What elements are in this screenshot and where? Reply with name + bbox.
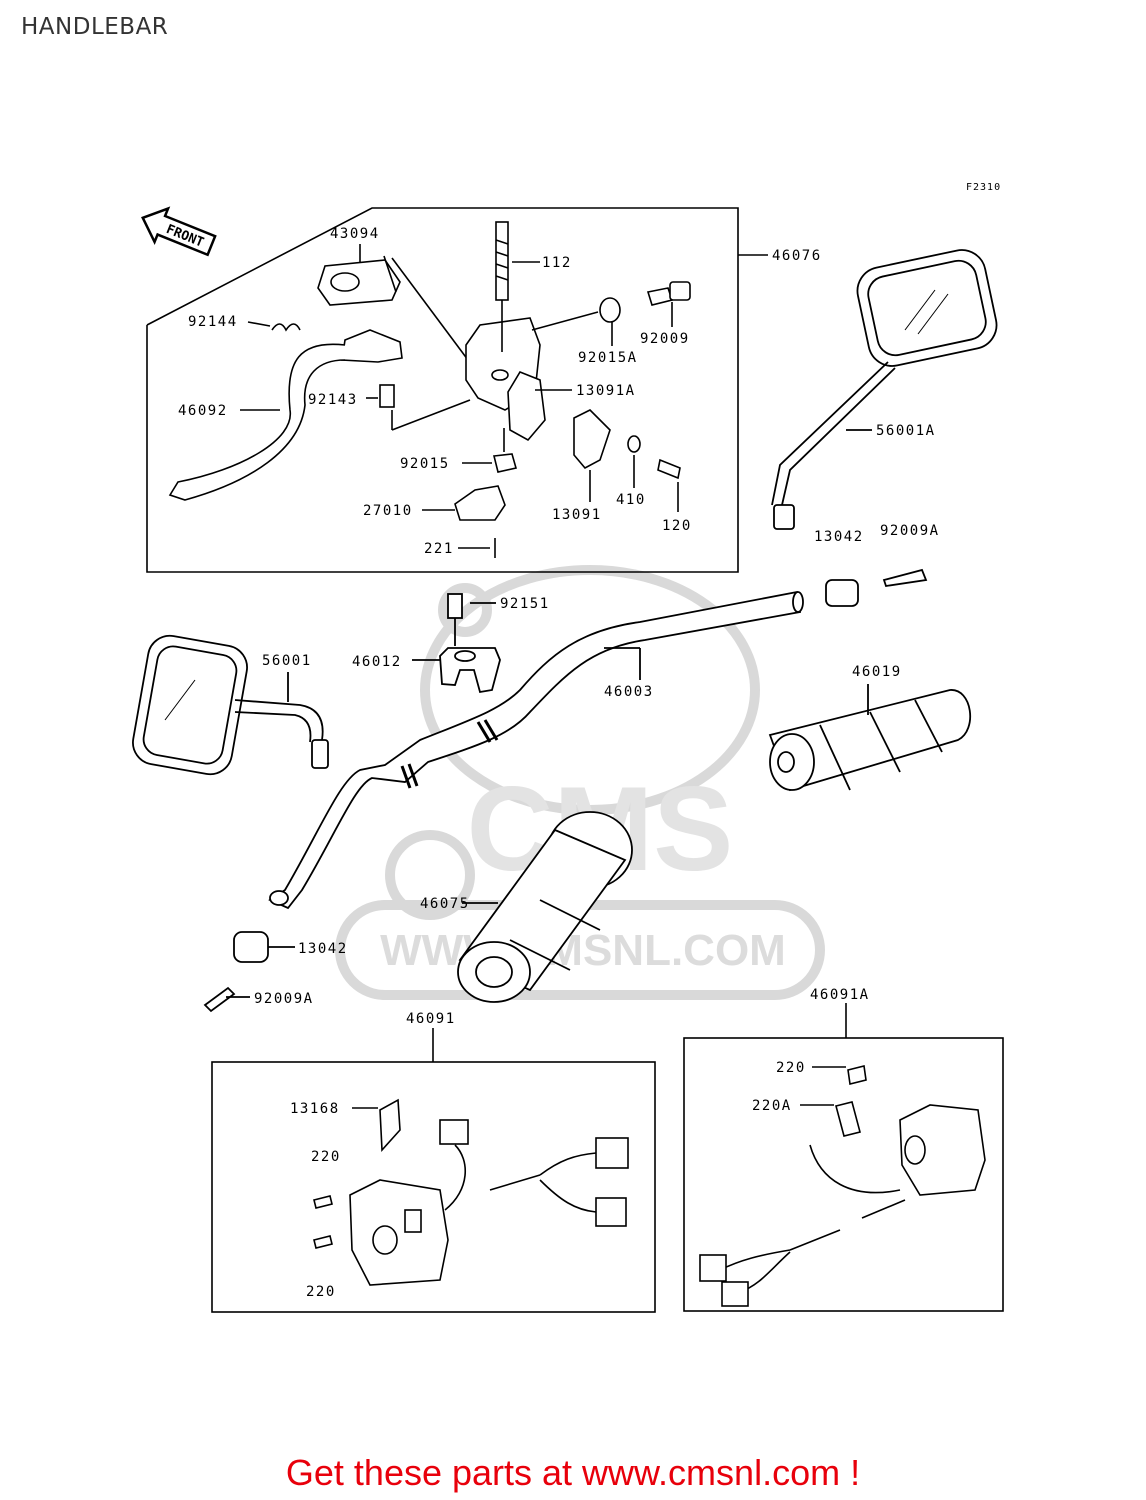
- part-label-92151: 92151: [500, 596, 550, 612]
- part-label-46091A: 46091A: [810, 987, 870, 1003]
- part-label-220A: 220A: [752, 1098, 792, 1114]
- grip-right-46019: [768, 684, 972, 792]
- part-label-46003: 46003: [604, 684, 654, 700]
- watermark-mascot-head: [420, 565, 760, 815]
- part-label-13042-bottom: 13042: [298, 941, 348, 957]
- screw-220-right: [847, 1065, 867, 1085]
- part-label-56001: 56001: [262, 653, 312, 669]
- part-label-221: 221: [424, 541, 454, 557]
- connector-left-2: [595, 1137, 629, 1169]
- part-label-13091A: 13091A: [576, 383, 636, 399]
- screw-92009A-top: [882, 568, 928, 588]
- part-label-46012: 46012: [352, 654, 402, 670]
- part-label-56001A: 56001A: [876, 423, 936, 439]
- part-label-92009A-bottom: 92009A: [254, 991, 314, 1007]
- part-label-220-left-top: 220: [311, 1149, 341, 1165]
- assembly-box-46076: [146, 207, 739, 573]
- watermark-mascot-eye: [438, 583, 492, 637]
- part-labels: 43094 112 46076 92144 92009 92015A 13091…: [178, 226, 940, 1300]
- brake-lever-pivot: [341, 329, 403, 363]
- part-label-92015: 92015: [400, 456, 450, 472]
- footer-link[interactable]: Get these parts at www.cmsnl.com !: [285, 1452, 861, 1493]
- connector-left-3: [595, 1197, 627, 1227]
- part-label-220-right: 220: [776, 1060, 806, 1076]
- weight-13042-bottom: [233, 931, 269, 963]
- bolt-112: [495, 221, 509, 301]
- front-arrow-icon: FRONT: [141, 206, 217, 257]
- part-label-13091: 13091: [552, 507, 602, 523]
- master-cylinder-assembly: [146, 207, 768, 573]
- watermark-url-text: WWW.CMSNL.COM: [380, 926, 786, 975]
- connector-right-2: [721, 1281, 749, 1307]
- connector-right-1: [699, 1254, 727, 1282]
- part-label-92015A: 92015A: [578, 350, 638, 366]
- watermark-mascot-wheel: [385, 830, 475, 920]
- bolt-92151: [447, 593, 463, 619]
- master-cylinder-clamp: [507, 371, 546, 442]
- part-label-46091: 46091: [406, 1011, 456, 1027]
- washer-92015A: [599, 297, 621, 323]
- assembly-box-46091A: [683, 1037, 1004, 1312]
- figure-reference: F2310: [966, 182, 1001, 193]
- page-title: HANDLEBAR: [21, 14, 169, 40]
- screw-92009A-bottom: [203, 986, 236, 1013]
- part-label-27010: 27010: [363, 503, 413, 519]
- screw-220-left-top: [313, 1195, 333, 1209]
- right-switch-housing: [899, 1104, 986, 1196]
- bolt-120: [657, 458, 681, 480]
- spring-92144: [271, 323, 301, 332]
- part-label-92009: 92009: [640, 331, 690, 347]
- screw-220A: [835, 1101, 861, 1137]
- brake-switch-27010: [454, 485, 506, 521]
- part-label-46076: 46076: [772, 248, 822, 264]
- mirror-left-56001: [132, 634, 329, 776]
- bar-end-weights: [203, 568, 928, 1013]
- part-label-13168: 13168: [290, 1101, 340, 1117]
- part-label-410: 410: [616, 492, 646, 508]
- handlebar-46003: [268, 590, 804, 910]
- part-label-13042-top: 13042: [814, 529, 864, 545]
- part-label-220-left-bottom: 220: [306, 1284, 336, 1300]
- bushing-92143: [379, 384, 395, 408]
- brake-lever-46092: [168, 343, 346, 501]
- part-label-92009A-top: 92009A: [880, 523, 940, 539]
- switch-assembly-46091A: [683, 1003, 1004, 1312]
- throttle-grip-46075: [457, 811, 633, 1003]
- part-label-120: 120: [662, 518, 692, 534]
- part-label-92144: 92144: [188, 314, 238, 330]
- switch-assembly-46091: [211, 1028, 656, 1313]
- handlebar-holder-46012: [412, 593, 501, 694]
- clamp-13168: [379, 1098, 401, 1152]
- part-label-43094: 43094: [330, 226, 380, 242]
- mirror-right-56001A: [771, 249, 998, 530]
- part-label-112: 112: [542, 255, 572, 271]
- part-label-92143: 92143: [308, 392, 358, 408]
- screw-220-left-bottom: [313, 1235, 333, 1249]
- clamp-13091: [573, 409, 611, 470]
- part-label-46075: 46075: [420, 896, 470, 912]
- weight-13042-top: [825, 579, 859, 607]
- nut-92015: [493, 453, 518, 473]
- part-label-46092: 46092: [178, 403, 228, 419]
- screw-92009: [646, 287, 674, 306]
- part-label-46019: 46019: [852, 664, 902, 680]
- connector-left-1: [439, 1119, 469, 1145]
- washer-410: [627, 435, 641, 453]
- left-switch-housing: [349, 1179, 449, 1286]
